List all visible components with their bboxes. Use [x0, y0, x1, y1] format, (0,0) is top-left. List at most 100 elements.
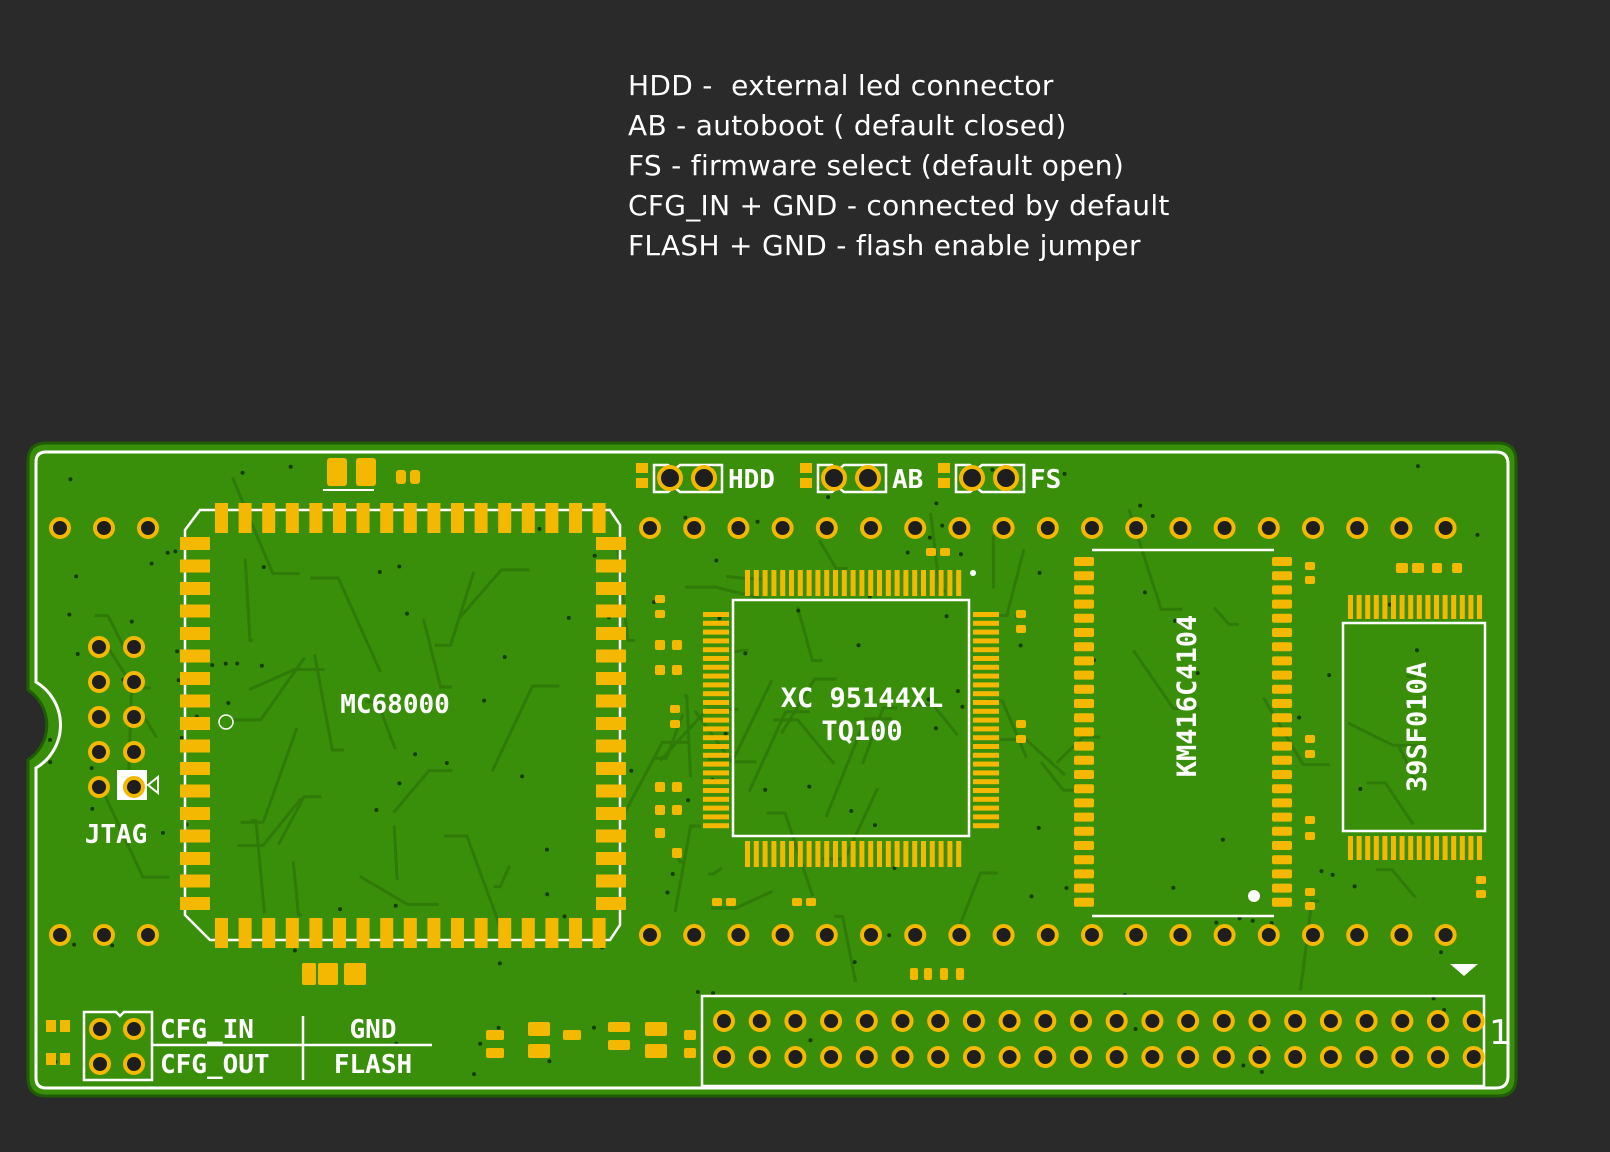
trace — [277, 795, 322, 846]
chip-pad — [596, 559, 626, 573]
smd-pad — [792, 898, 802, 906]
chip-pad — [238, 503, 252, 533]
chip-pad — [262, 918, 276, 948]
chip-pad — [1074, 628, 1094, 637]
smd-pad — [940, 548, 950, 556]
pcb-through-holes — [49, 517, 1485, 1075]
through-hole — [88, 671, 110, 693]
jumper-ab[interactable]: AB — [800, 463, 923, 495]
cfg-jumper-block[interactable]: CFG_IN GND CFG_OUT FLASH — [46, 1010, 432, 1082]
through-hole — [88, 776, 110, 798]
smd-pad — [712, 898, 722, 906]
chip-pad — [180, 604, 210, 618]
via — [562, 914, 567, 919]
via — [1142, 590, 1147, 595]
trace — [310, 576, 382, 673]
through-hole — [1390, 517, 1413, 539]
through-hole — [49, 924, 71, 946]
trace — [101, 790, 170, 879]
through-hole — [891, 1010, 914, 1032]
chip-pad — [938, 570, 944, 596]
trace — [1376, 868, 1417, 899]
via — [537, 526, 542, 531]
chip-pad — [973, 620, 999, 626]
chip-pad — [285, 503, 299, 533]
chip-pad — [1356, 595, 1362, 619]
through-hole — [1177, 1010, 1200, 1032]
via — [223, 661, 228, 666]
chip-pad — [1272, 642, 1292, 652]
through-hole — [1257, 924, 1280, 946]
through-hole — [123, 741, 145, 763]
via — [1195, 671, 1200, 676]
through-hole — [1248, 1010, 1271, 1032]
smd-pad — [1016, 625, 1026, 633]
via — [110, 943, 115, 948]
through-hole — [1302, 924, 1324, 946]
chip-pad — [762, 570, 768, 596]
smd-pad — [645, 1022, 667, 1036]
smd-pad — [926, 548, 936, 556]
through-hole — [1434, 924, 1457, 946]
via — [72, 942, 77, 947]
trace — [434, 571, 476, 647]
through-hole — [1355, 1010, 1378, 1032]
via — [1171, 885, 1176, 890]
through-hole — [992, 924, 1015, 946]
through-hole — [1036, 924, 1059, 946]
via — [1241, 1063, 1246, 1068]
through-hole — [1034, 1046, 1057, 1068]
via — [566, 615, 571, 620]
smd-pad — [924, 968, 932, 980]
chip-pad — [1272, 585, 1292, 595]
smd-pad — [1016, 610, 1026, 618]
chip-pad — [973, 726, 999, 732]
chip-pad — [1272, 571, 1292, 581]
via — [1330, 872, 1335, 877]
chip-pad — [1074, 770, 1094, 779]
chip-pad — [1272, 841, 1292, 850]
chip-pad — [1373, 595, 1379, 619]
smd-pad — [1016, 735, 1026, 743]
via — [934, 501, 939, 506]
chip-pad — [1272, 656, 1292, 666]
chip-pad — [569, 918, 582, 948]
chip-pad — [180, 537, 210, 550]
chip-pad — [877, 570, 882, 596]
chip-pad — [1272, 713, 1292, 723]
through-hole — [998, 1046, 1021, 1068]
trace — [1212, 606, 1239, 626]
jumper-fs[interactable]: FS — [938, 463, 1061, 495]
chip-pad — [973, 796, 999, 802]
via — [1269, 921, 1274, 926]
via — [1415, 464, 1420, 469]
smd-pad — [1305, 750, 1315, 758]
chip-pad — [1382, 595, 1388, 619]
smd-pad — [655, 805, 665, 815]
jumper-hdd[interactable]: HDD — [636, 463, 775, 495]
chip-pad — [703, 700, 729, 705]
via — [807, 784, 812, 789]
chip-pad — [1074, 571, 1094, 581]
trace — [250, 819, 266, 914]
chip-pad — [1074, 841, 1094, 850]
via — [502, 654, 507, 659]
chip-pad — [703, 805, 729, 811]
chip-pad — [703, 770, 729, 776]
chip-pad — [1425, 595, 1431, 619]
chip-pad — [596, 762, 626, 775]
through-hole — [1346, 924, 1369, 946]
via — [129, 619, 134, 624]
via — [1237, 916, 1242, 921]
chip-pad — [1408, 595, 1414, 619]
chip-pad — [947, 841, 953, 867]
smd-pad — [1305, 832, 1315, 840]
chip-pad — [333, 503, 346, 533]
via — [226, 701, 231, 706]
pin-header-2x22[interactable]: 1 — [700, 964, 1511, 1088]
via — [826, 495, 831, 500]
cfg-out-label: CFG_OUT — [160, 1050, 270, 1080]
trace — [655, 713, 685, 760]
chip-pad — [1348, 836, 1353, 860]
via — [149, 561, 154, 566]
